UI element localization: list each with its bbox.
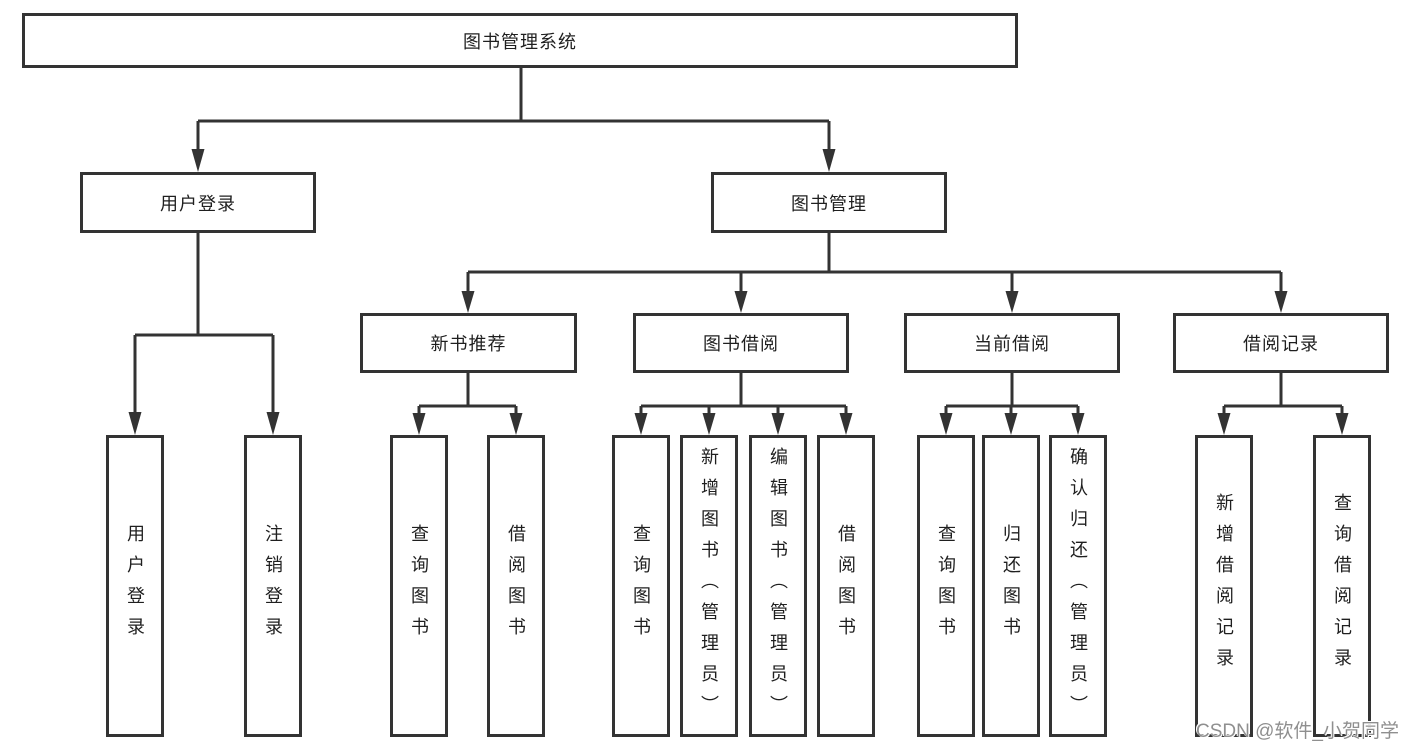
leaf-logout: 注销登录 [244, 435, 302, 737]
node-user-login: 用户登录 [80, 172, 316, 233]
node-book-management: 图书管理 [711, 172, 947, 233]
leaf-recommend-query-books: 查询图书 [390, 435, 448, 737]
leaf-borrow-query-books: 查询图书 [612, 435, 670, 737]
node-root-system: 图书管理系统 [22, 13, 1018, 68]
leaf-return-books: 归还图书 [982, 435, 1040, 737]
leaf-query-borrow-record: 查询借阅记录 [1313, 435, 1371, 737]
leaf-add-books-admin: 新增图书（管理员） [680, 435, 738, 737]
node-new-book-recommend: 新书推荐 [360, 313, 577, 373]
csdn-watermark: CSDN @软件_小贺同学 [1196, 721, 1399, 742]
node-book-borrow: 图书借阅 [633, 313, 849, 373]
leaf-current-query-books: 查询图书 [917, 435, 975, 737]
node-current-borrow: 当前借阅 [904, 313, 1120, 373]
node-borrow-records: 借阅记录 [1173, 313, 1389, 373]
leaf-add-borrow-record: 新增借阅记录 [1195, 435, 1253, 737]
leaf-edit-books-admin: 编辑图书（管理员） [749, 435, 807, 737]
leaf-borrow-books: 借阅图书 [817, 435, 875, 737]
leaf-user-login: 用户登录 [106, 435, 164, 737]
leaf-confirm-return-admin: 确认归还（管理员） [1049, 435, 1107, 737]
leaf-recommend-borrow-books: 借阅图书 [487, 435, 545, 737]
